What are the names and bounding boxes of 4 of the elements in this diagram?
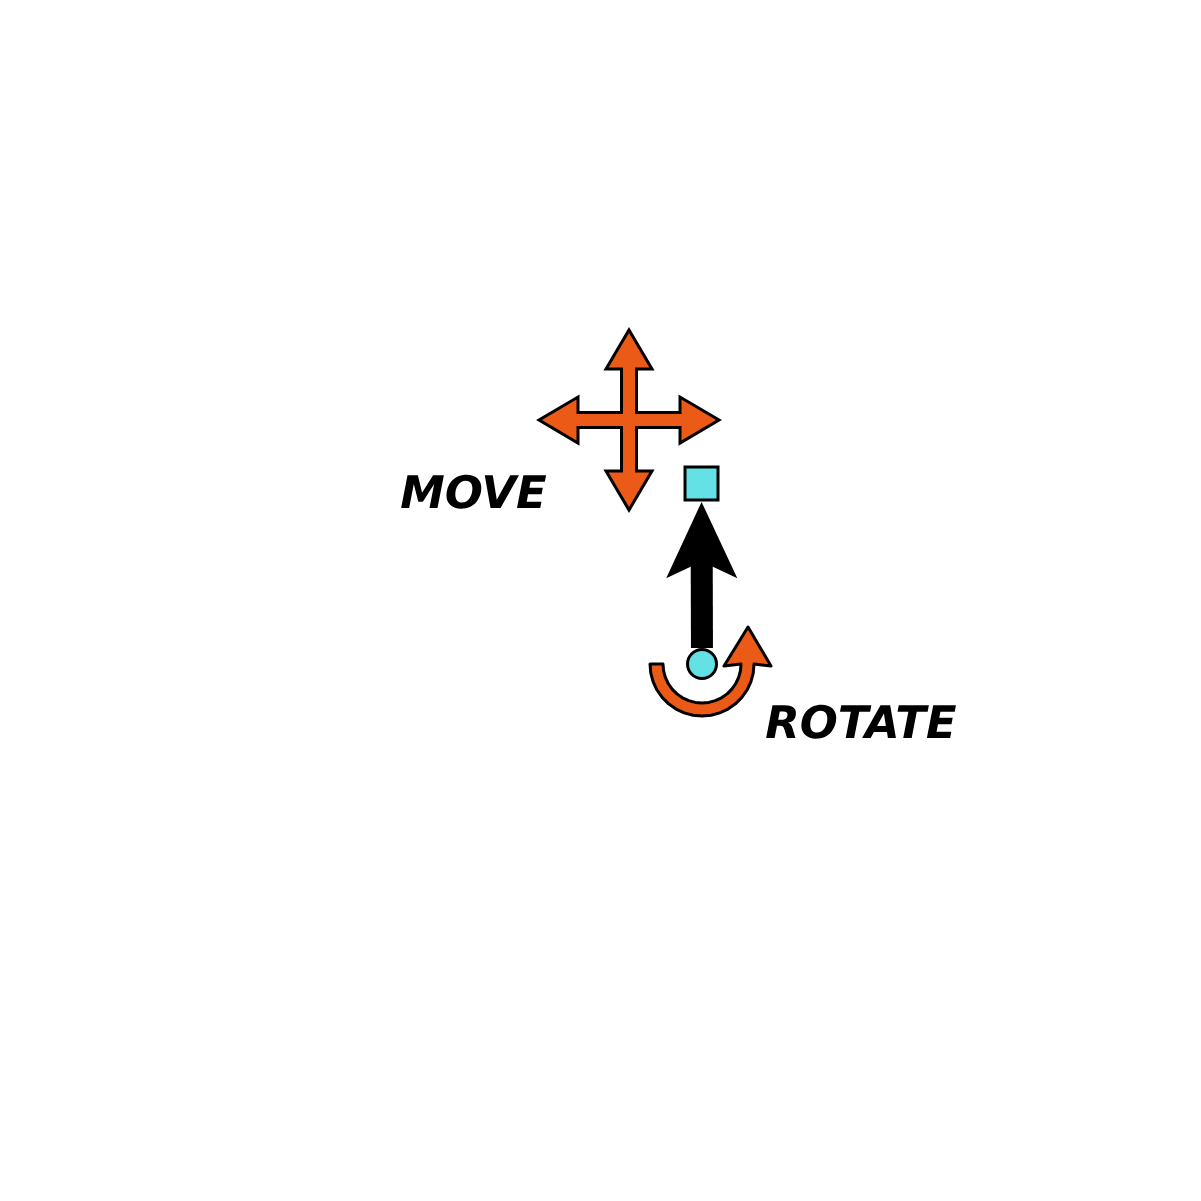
- label: ROTATE: [766, 704, 956, 739]
- label: MOVE: [401, 474, 547, 509]
- handle-square: [683, 465, 720, 502]
- pivot-circle: [686, 648, 718, 680]
